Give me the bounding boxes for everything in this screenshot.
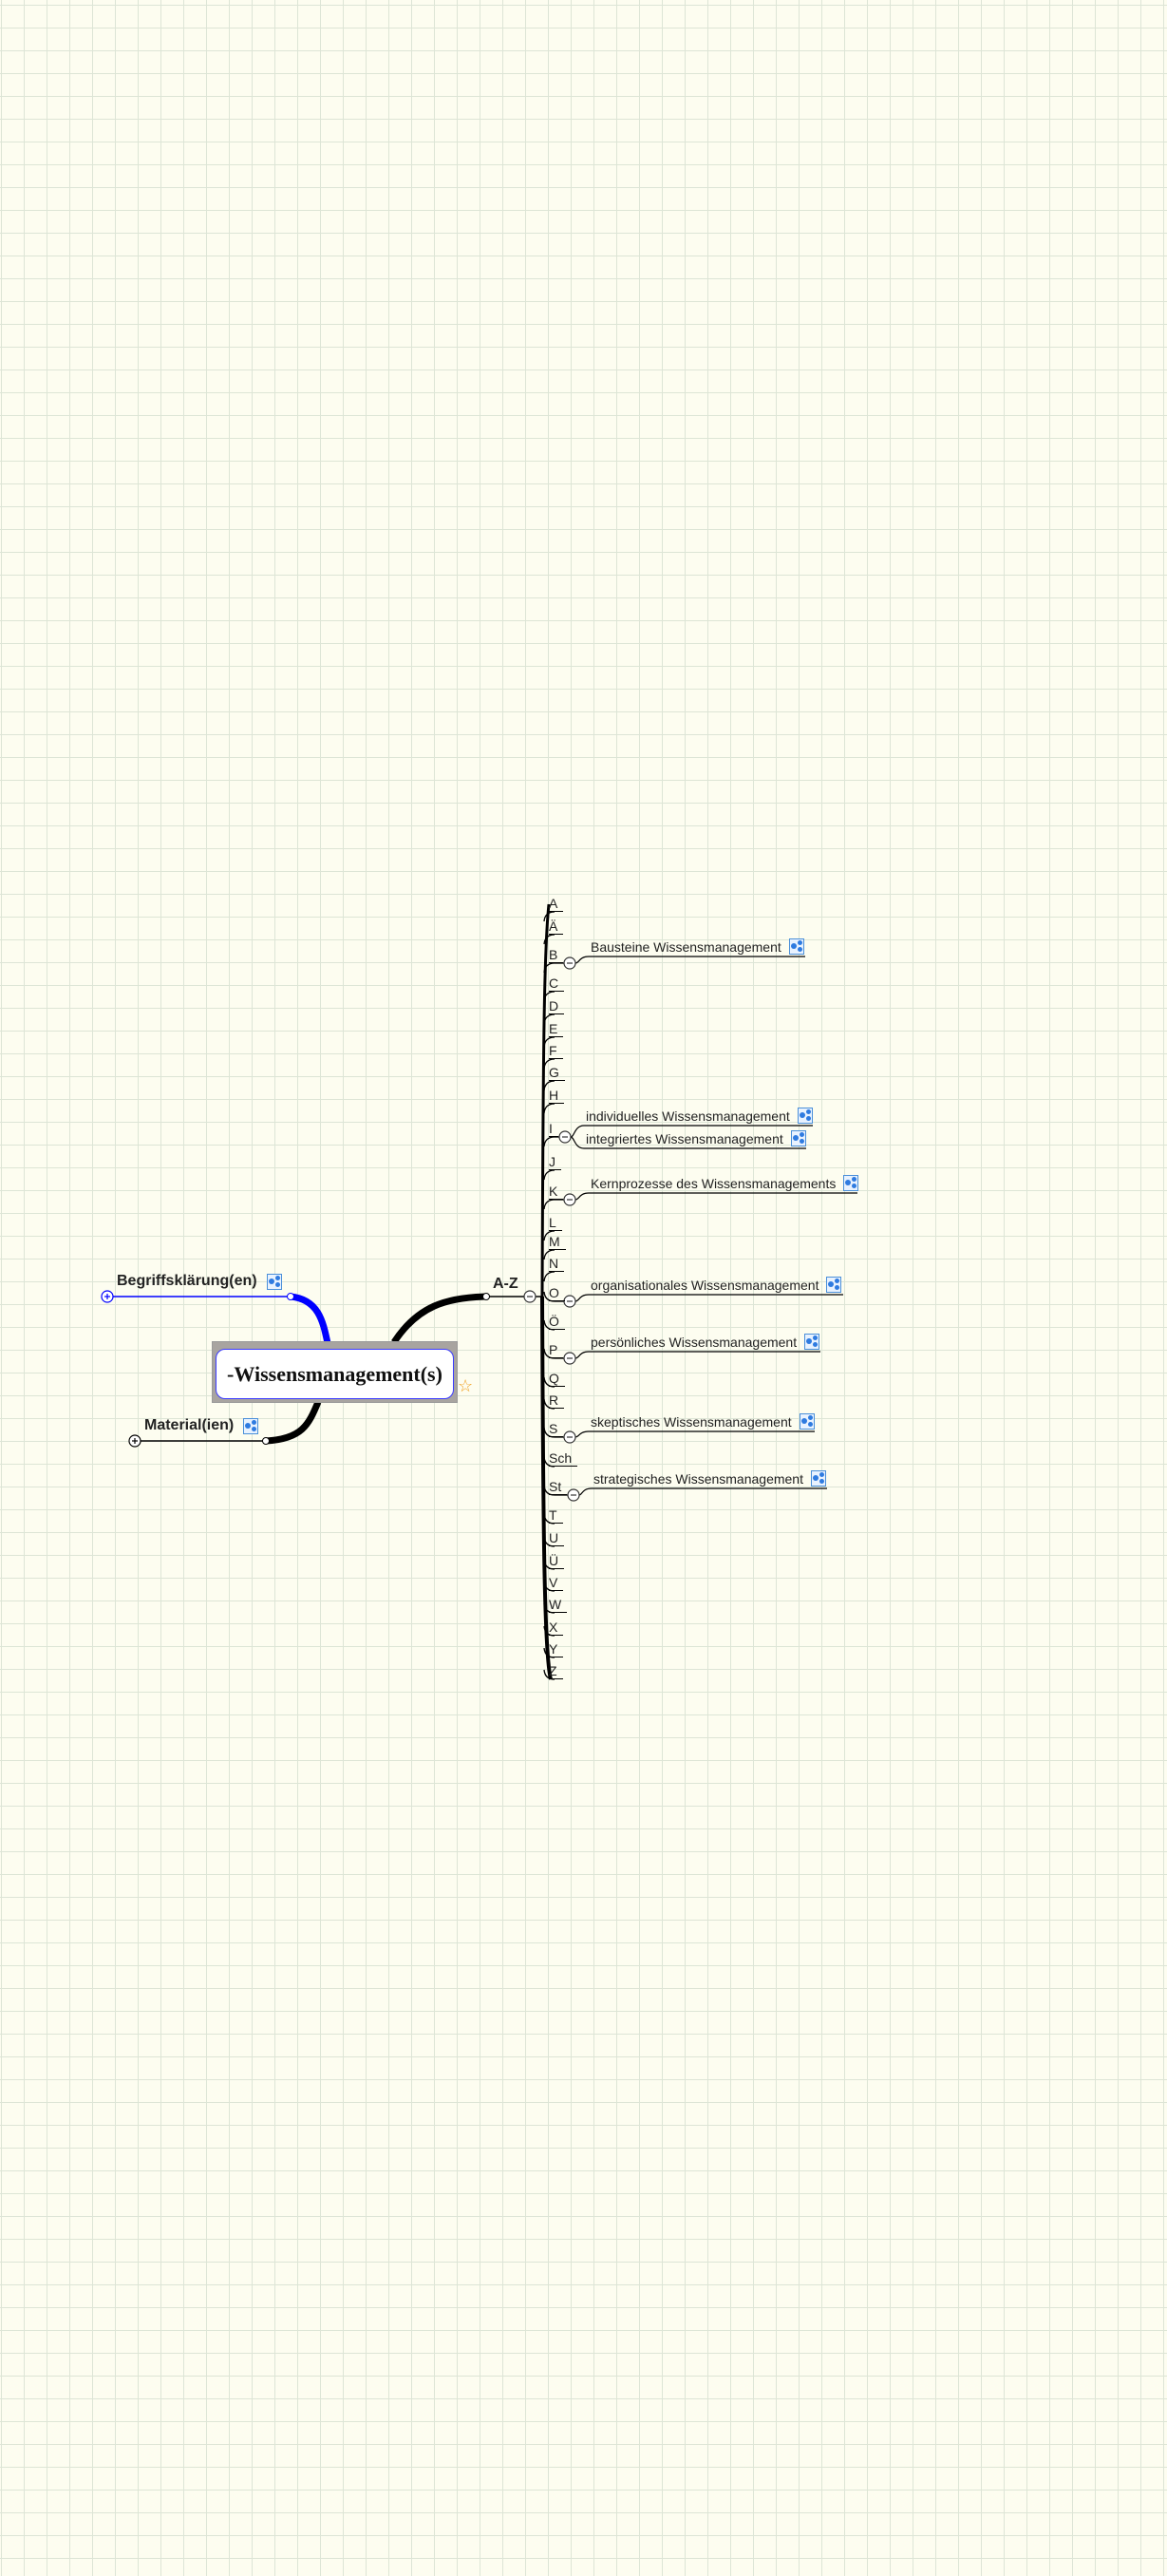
child-topic-label: integriertes Wissensmanagement bbox=[586, 1130, 783, 1146]
letter-topic-u[interactable]: U bbox=[549, 1530, 565, 1546]
letter-topic-e[interactable]: E bbox=[549, 1021, 564, 1037]
branch-child bbox=[574, 1430, 590, 1438]
branch-child bbox=[570, 1125, 585, 1138]
letter-topic-x[interactable]: X bbox=[549, 1619, 564, 1636]
letter-topic-i[interactable]: I bbox=[549, 1121, 558, 1137]
letter-topic-n[interactable]: N bbox=[549, 1256, 565, 1272]
letter-topic-f[interactable]: F bbox=[549, 1043, 563, 1059]
topic-label: Material(ien) bbox=[144, 1417, 235, 1433]
letter-topic-v[interactable]: V bbox=[549, 1575, 564, 1591]
letter-topic-h[interactable]: H bbox=[549, 1088, 565, 1104]
branch-letter bbox=[543, 1136, 555, 1147]
linked-map-icon[interactable] bbox=[843, 1175, 859, 1191]
branch-letter bbox=[543, 1249, 555, 1260]
anchor-point bbox=[482, 1293, 490, 1300]
branch-letter bbox=[543, 911, 555, 922]
linked-map-icon[interactable] bbox=[790, 1130, 806, 1146]
letter-topic-ü[interactable]: Ü bbox=[549, 1553, 565, 1569]
linked-map-icon[interactable] bbox=[797, 1108, 813, 1124]
topic-a-z[interactable]: A-Z bbox=[493, 1276, 518, 1293]
favorite-star-icon: ☆ bbox=[458, 1376, 474, 1395]
spine-top bbox=[540, 903, 551, 1297]
letter-topic-o[interactable]: O bbox=[549, 1285, 565, 1301]
child-topic[interactable]: integriertes Wissensmanagement bbox=[586, 1130, 806, 1146]
central-topic[interactable]: -Wissensmanagement(s) bbox=[212, 1341, 458, 1403]
letter-topic-t[interactable]: T bbox=[549, 1507, 563, 1524]
child-topic-label: Bausteine Wissensmanagement bbox=[591, 938, 781, 955]
branch-letter bbox=[543, 962, 555, 974]
branch-child bbox=[574, 1351, 590, 1359]
letter-topic-sch[interactable]: Sch bbox=[549, 1450, 578, 1467]
topic-material[interactable]: Material(ien) bbox=[144, 1417, 259, 1434]
anchor-point bbox=[287, 1293, 294, 1300]
branch-material bbox=[265, 1400, 322, 1445]
branch-letter bbox=[543, 1036, 555, 1048]
child-topic[interactable]: skeptisches Wissensmanagement bbox=[591, 1413, 815, 1430]
branch-begriffsklaerung bbox=[290, 1293, 331, 1344]
letter-topic-m[interactable]: M bbox=[549, 1234, 566, 1250]
topic-begriffsklaerung[interactable]: Begriffsklärung(en) bbox=[117, 1273, 282, 1290]
topic-label: A-Z bbox=[493, 1276, 518, 1292]
branch-letter bbox=[543, 991, 555, 1002]
letter-topic-ö[interactable]: Ö bbox=[549, 1314, 565, 1330]
letter-topic-p[interactable]: P bbox=[549, 1342, 564, 1358]
child-topic-label: individuelles Wissensmanagement bbox=[586, 1108, 790, 1124]
branch-child bbox=[574, 956, 590, 964]
branch-letter bbox=[543, 934, 555, 945]
letter-topic-y[interactable]: Y bbox=[549, 1641, 564, 1657]
branch-letter bbox=[543, 1103, 555, 1114]
branch-child bbox=[570, 1136, 585, 1149]
child-topic-label: strategisches Wissensmanagement bbox=[593, 1470, 803, 1487]
letter-topic-g[interactable]: G bbox=[549, 1065, 565, 1081]
letter-topic-d[interactable]: D bbox=[549, 998, 565, 1014]
child-topic[interactable]: persönliches Wissensmanagement bbox=[591, 1334, 820, 1350]
letter-topic-a[interactable]: A bbox=[549, 896, 564, 912]
branch-child bbox=[578, 1487, 593, 1496]
child-topic-label: organisationales Wissensmanagement bbox=[591, 1277, 819, 1293]
letter-topic-z[interactable]: Z bbox=[549, 1663, 563, 1679]
linked-map-icon[interactable] bbox=[811, 1470, 826, 1487]
letter-topic-b[interactable]: B bbox=[549, 947, 564, 963]
letter-topic-r[interactable]: R bbox=[549, 1392, 565, 1409]
child-topic-label: persönliches Wissensmanagement bbox=[591, 1334, 798, 1350]
branch-letter bbox=[543, 1058, 555, 1070]
branch-letter bbox=[543, 1271, 555, 1282]
branch-letter bbox=[543, 1169, 555, 1181]
linked-map-icon[interactable] bbox=[799, 1413, 815, 1430]
branch-child bbox=[574, 1192, 590, 1201]
linked-map-icon[interactable] bbox=[804, 1334, 820, 1350]
central-topic-label: -Wissensmanagement(s) bbox=[216, 1349, 454, 1399]
branch-child bbox=[574, 1294, 590, 1302]
child-topic[interactable]: individuelles Wissensmanagement bbox=[586, 1108, 813, 1124]
linked-map-icon[interactable] bbox=[266, 1273, 282, 1290]
branch-letter bbox=[543, 1199, 555, 1210]
linked-map-icon[interactable] bbox=[243, 1417, 259, 1434]
branch-letter bbox=[543, 1230, 555, 1241]
letter-topic-q[interactable]: Q bbox=[549, 1371, 565, 1387]
child-topic-label: Kernprozesse des Wissensmanagements bbox=[591, 1175, 837, 1191]
topic-label: Begriffsklärung(en) bbox=[117, 1273, 257, 1289]
letter-topic-j[interactable]: J bbox=[549, 1154, 561, 1170]
letter-topic-s[interactable]: S bbox=[549, 1421, 564, 1437]
letter-topic-w[interactable]: W bbox=[549, 1597, 568, 1613]
linked-map-icon[interactable] bbox=[826, 1277, 842, 1293]
letter-topic-ä[interactable]: Ä bbox=[549, 919, 564, 935]
child-topic[interactable]: Bausteine Wissensmanagement bbox=[591, 938, 804, 955]
anchor-point bbox=[262, 1437, 270, 1445]
letter-topic-st[interactable]: St bbox=[549, 1479, 568, 1495]
letter-topic-c[interactable]: C bbox=[549, 975, 565, 992]
linked-map-icon[interactable] bbox=[788, 938, 804, 955]
child-topic[interactable]: strategisches Wissensmanagement bbox=[593, 1470, 826, 1487]
child-topic[interactable]: Kernprozesse des Wissensmanagements bbox=[591, 1175, 859, 1191]
letter-topic-l[interactable]: L bbox=[549, 1215, 562, 1231]
branch-a-z bbox=[391, 1293, 487, 1344]
child-topic-label: skeptisches Wissensmanagement bbox=[591, 1413, 792, 1430]
letter-topic-k[interactable]: K bbox=[549, 1184, 564, 1200]
child-topic[interactable]: organisationales Wissensmanagement bbox=[591, 1277, 842, 1293]
branch-letter bbox=[543, 1013, 555, 1025]
branch-letter bbox=[543, 1080, 555, 1091]
